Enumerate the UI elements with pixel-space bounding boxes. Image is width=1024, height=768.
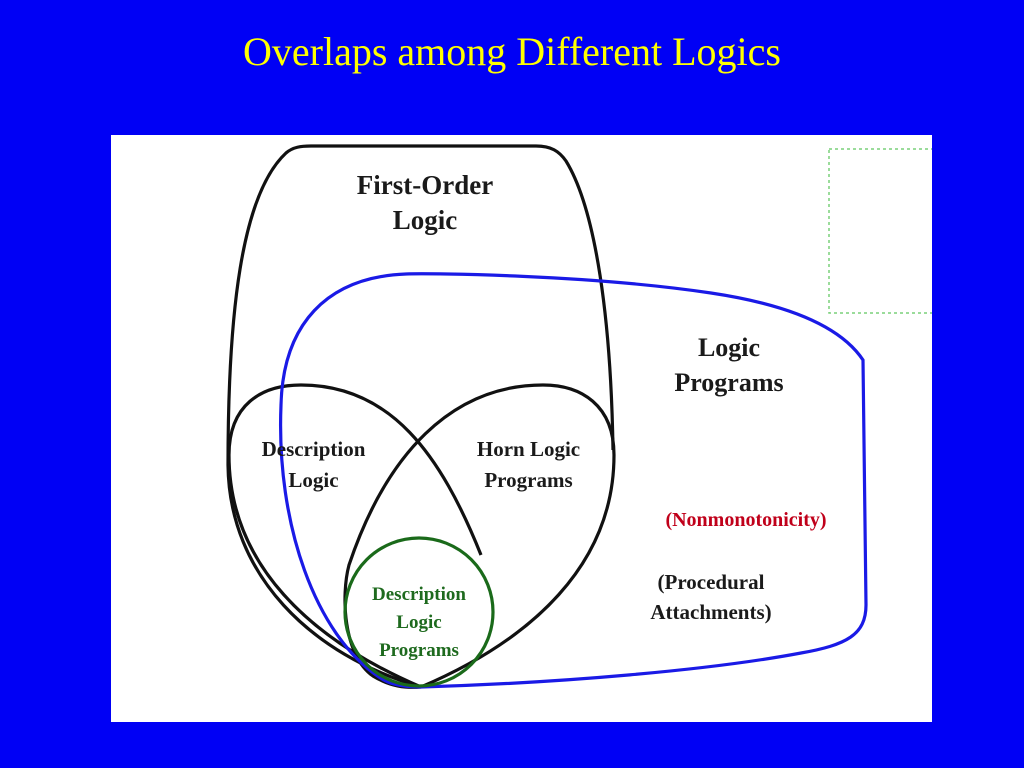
slide-title: Overlaps among Different Logics bbox=[243, 29, 781, 74]
first-order-logic-outline bbox=[226, 144, 615, 689]
label-procedural-attachments: (Procedural Attachments) bbox=[650, 570, 772, 624]
description-logic-outline bbox=[227, 383, 483, 689]
label-description-logic-programs: Description Logic Programs bbox=[372, 584, 466, 661]
description-logic-programs-outline bbox=[343, 536, 495, 688]
label-first-order-logic: First-Order Logic bbox=[356, 170, 494, 235]
label-description-logic: Description Logic bbox=[261, 437, 366, 492]
dashed-placeholder-box bbox=[828, 148, 932, 314]
diagram-panel: First-Order Logic Logic Programs Descrip… bbox=[111, 135, 932, 722]
venn-diagram bbox=[226, 144, 932, 689]
logic-programs-outline bbox=[278, 272, 868, 689]
label-nonmonotonicity: (Nonmonotonicity) bbox=[665, 509, 827, 531]
label-horn-logic-programs: Horn Logic Programs bbox=[476, 437, 581, 492]
label-logic-programs: Logic Programs bbox=[674, 333, 784, 397]
